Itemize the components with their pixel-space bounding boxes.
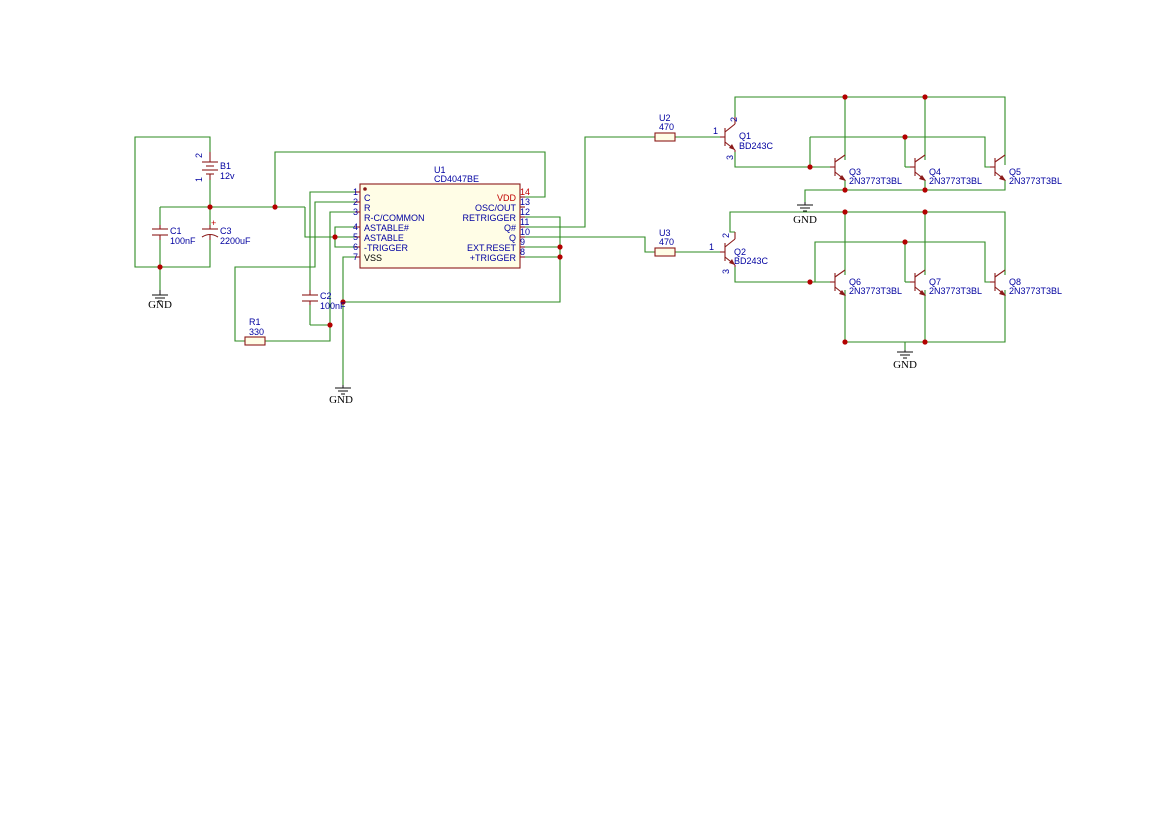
u1-pin3-num: 3 [353,207,358,217]
u1-pin8-num: 8 [520,247,525,257]
u2-value: 470 [659,122,674,132]
q2-pin-c: 2 [721,233,731,238]
transistor-q5: Q5 2N3773T3BL [990,154,1062,186]
q3-ref: Q3 [849,167,861,177]
q4-ref: Q4 [929,167,941,177]
transistor-q6: Q6 2N3773T3BL [830,269,902,296]
u1-pin1-num: 1 [353,187,358,197]
transistor-q8: Q8 2N3773T3BL [990,269,1062,296]
q5-ref: Q5 [1009,167,1021,177]
u1-pin12-num: 12 [520,207,530,217]
u1-pin13-name: OSC/OUT [475,203,517,213]
resistor-u3: U3 470 [654,228,676,257]
transistor-q3: Q3 2N3773T3BL [830,154,902,186]
c3-ref: C3 [220,226,232,236]
wires [134,96,1006,385]
u1-pin4-name: ASTABLE# [364,223,409,233]
u1-pin14-name: VDD [497,193,517,203]
u1-pin4-num: 4 [353,222,358,232]
u1-ref: U1 [434,165,446,175]
ground-symbol-lower-stage: GND [893,350,917,371]
b1-pin-bottom: 1 [194,177,204,182]
q3-value: 2N3773T3BL [849,176,902,186]
u1-pin1-name: C [364,193,371,203]
q6-ref: Q6 [849,277,861,287]
transistor-q2: 1 2 3 Q2 BD243C [709,232,769,274]
u1-pin6-num: 6 [353,242,358,252]
c1-value: 100nF [170,236,196,246]
q1-pin-c: 2 [729,117,739,122]
transistor-q1: 1 2 3 Q1 BD243C [713,117,774,160]
capacitor-c1: C1 100nF [152,225,196,246]
ic-u1: U1 CD4047BE 1 2 3 4 5 6 7 C R R-C [353,165,530,269]
u1-pin12-name: RETRIGGER [462,213,516,223]
capacitor-c3: + C3 2200uF [201,218,251,246]
u3-value: 470 [659,237,674,247]
b1-ref: B1 [220,161,231,171]
ground-symbol-left: GND [148,290,172,311]
u2-ref: U2 [659,113,671,123]
u1-pin6-name: -TRIGGER [364,243,408,253]
b1-pin-top: 2 [194,153,204,158]
u1-pin7-name: VSS [364,253,382,263]
u1-pin5-name: ASTABLE [364,233,404,243]
junctions [157,94,928,345]
u1-pin10-num: 10 [520,227,530,237]
u3-ref: U3 [659,228,671,238]
capacitor-c2: C2 100nF [302,290,346,311]
q1-pin-b: 1 [713,126,718,136]
u1-pin5-num: 5 [353,232,358,242]
b1-value: 12v [220,171,235,181]
q5-value: 2N3773T3BL [1009,176,1062,186]
ground-symbol-upper-stage: GND [793,202,817,226]
u1-pin9-name: EXT.RESET [467,243,517,253]
transistor-q4: Q4 2N3773T3BL [910,154,982,186]
u1-pin9-num: 9 [520,237,525,247]
r1-value: 330 [249,327,264,337]
u1-pin2-num: 2 [353,197,358,207]
battery-b1: 2 1 B1 12v [194,152,235,182]
q2-value: BD243C [734,256,769,266]
transistor-q7: Q7 2N3773T3BL [910,269,982,296]
q6-value: 2N3773T3BL [849,286,902,296]
u1-pin7-num: 7 [353,252,358,262]
q7-value: 2N3773T3BL [929,286,982,296]
c2-value: 100nF [320,301,346,311]
u1-pin13-num: 13 [520,197,530,207]
r1-ref: R1 [249,317,261,327]
q4-value: 2N3773T3BL [929,176,982,186]
u1-pin11-num: 11 [520,217,529,227]
q2-pin-b: 1 [709,242,714,252]
q7-ref: Q7 [929,277,941,287]
resistor-u2: U2 470 [654,113,676,142]
q1-pin-e: 3 [725,155,735,160]
ground-symbol-ic: GND [329,385,353,406]
c1-ref: C1 [170,226,182,236]
c2-ref: C2 [320,291,332,301]
u1-value: CD4047BE [434,174,479,184]
u1-pin8-name: +TRIGGER [470,253,517,263]
c3-value: 2200uF [220,236,251,246]
u1-pin2-name: R [364,203,371,213]
u1-pin14-num: 14 [520,187,530,197]
q2-pin-e: 3 [721,269,731,274]
q1-value: BD243C [739,141,774,151]
gnd-label-ic: GND [329,394,353,406]
u1-pin10-name: Q [509,233,516,243]
gnd-label-lower: GND [893,359,917,371]
q8-ref: Q8 [1009,277,1021,287]
u1-pin11-name: Q# [504,223,516,233]
gnd-label-left: GND [148,299,172,311]
q1-ref: Q1 [739,131,751,141]
q8-value: 2N3773T3BL [1009,286,1062,296]
u1-pin3-name: R-C/COMMON [364,213,425,223]
q2-ref: Q2 [734,247,746,257]
gnd-label-upper: GND [793,214,817,226]
c3-plus: + [211,218,216,228]
resistor-r1: R1 330 [244,317,266,346]
